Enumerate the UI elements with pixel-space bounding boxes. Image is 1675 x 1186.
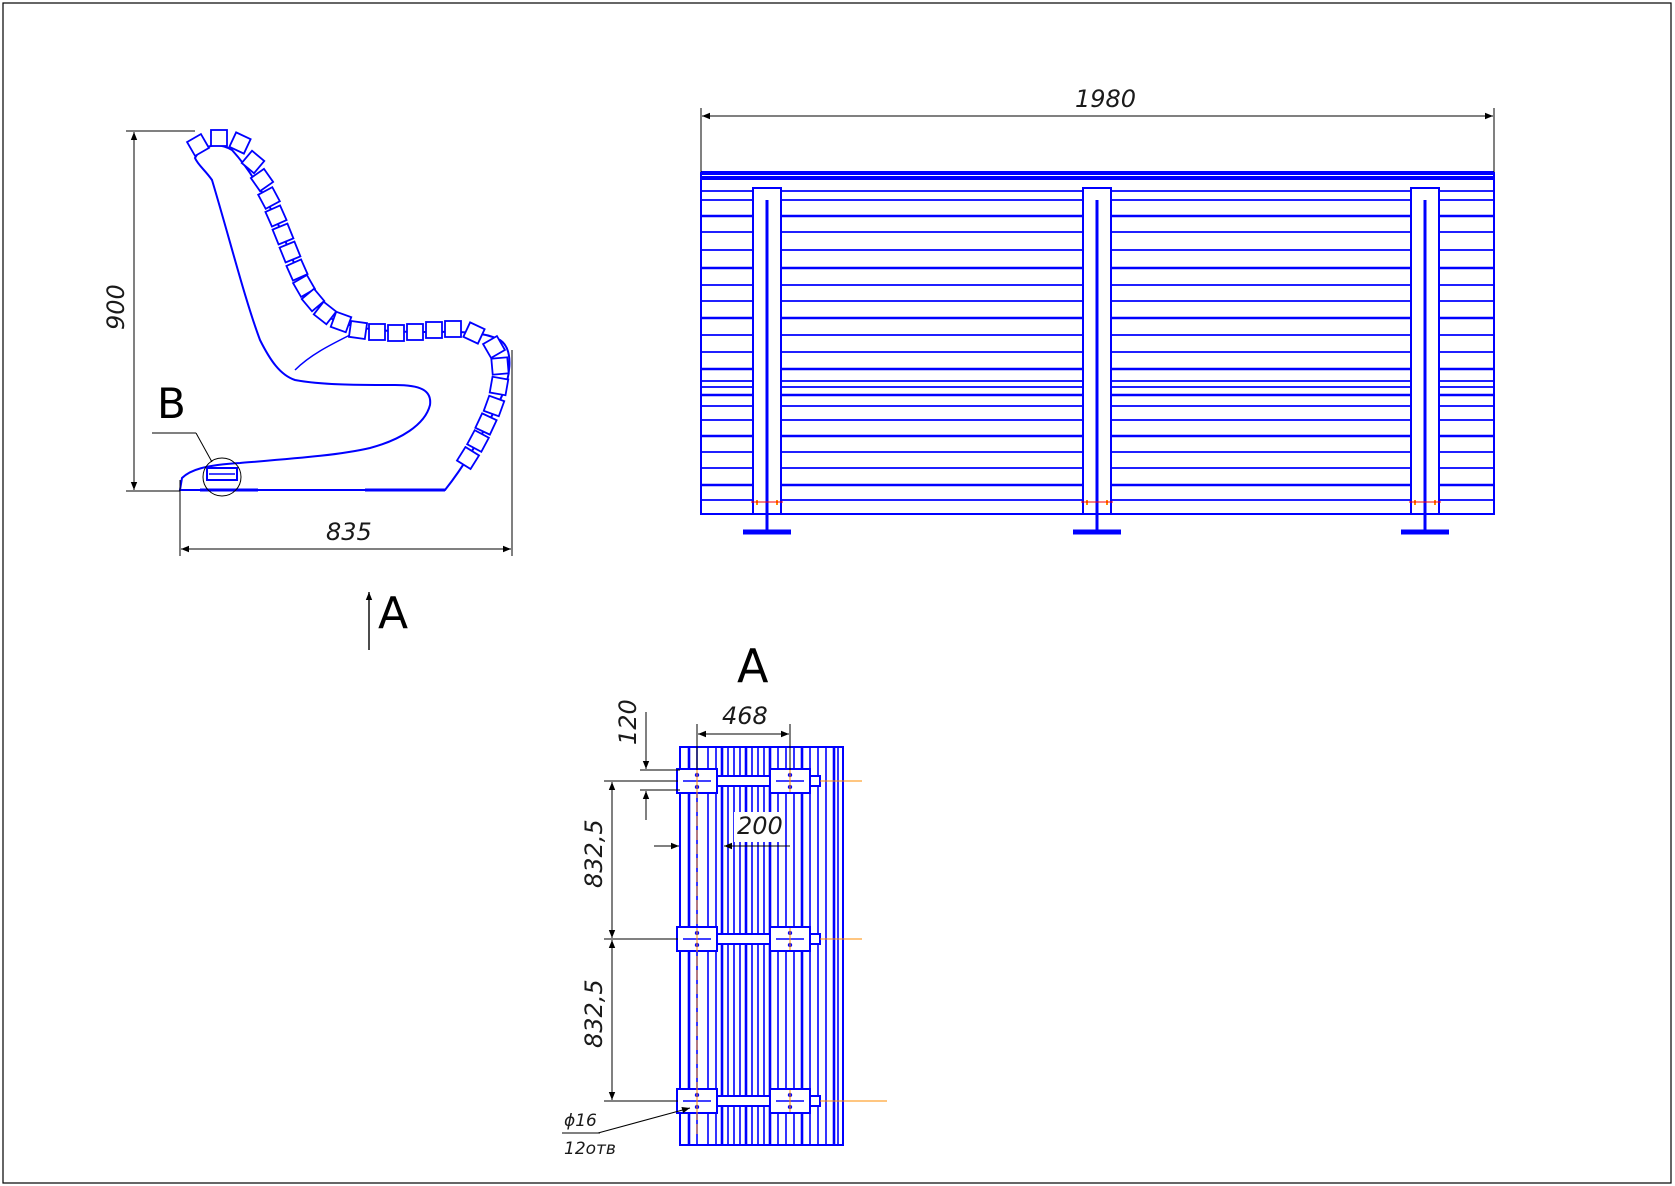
side-view: B 900 835 A xyxy=(102,129,513,650)
dim-1980-text: 1980 xyxy=(1075,85,1136,113)
side-inner-line xyxy=(294,334,351,371)
detail-circle-b xyxy=(202,457,242,497)
front-posts xyxy=(743,187,1449,535)
dim-8325-text-2: 832,5 xyxy=(580,979,608,1048)
hole-leader xyxy=(597,1107,691,1134)
side-slat xyxy=(347,319,369,341)
dim-900-text: 900 xyxy=(102,284,130,330)
top-view: A 468 120 832,5 832,5 200 ϕ16 12отв xyxy=(562,639,887,1159)
dim-120-text: 120 xyxy=(614,699,642,745)
side-slat xyxy=(264,204,288,228)
dim-835-text: 835 xyxy=(326,518,372,546)
side-slat xyxy=(285,258,309,282)
front-view: 1980 xyxy=(700,85,1495,535)
side-slat xyxy=(490,356,510,376)
dim-200-text: 200 xyxy=(737,812,783,840)
side-slat xyxy=(465,428,491,454)
side-slat xyxy=(482,394,506,418)
side-slat xyxy=(312,300,338,326)
side-slat xyxy=(481,334,507,360)
side-slat xyxy=(278,240,302,264)
side-slat xyxy=(387,324,405,342)
side-anchor-plate xyxy=(206,467,238,481)
side-slat xyxy=(444,320,462,338)
side-slat xyxy=(368,323,386,341)
side-slat xyxy=(474,412,498,436)
side-slat xyxy=(271,222,295,246)
side-slat xyxy=(249,167,275,193)
top-rails xyxy=(676,760,887,1135)
side-slat xyxy=(300,287,326,313)
side-slat xyxy=(240,149,266,175)
hole-diameter-text: ϕ16 xyxy=(564,1111,597,1131)
side-slat xyxy=(329,310,353,334)
top-view-title: A xyxy=(737,639,769,693)
detail-letter-b: B xyxy=(157,379,186,428)
side-slat xyxy=(256,185,282,211)
side-slat xyxy=(462,321,486,345)
side-slat xyxy=(228,131,252,155)
side-slat xyxy=(210,129,228,147)
dim-468-text: 468 xyxy=(722,702,768,730)
side-slats xyxy=(185,129,510,471)
dim-200-text-bg xyxy=(734,812,784,842)
side-slat xyxy=(406,323,424,341)
side-slat xyxy=(425,321,443,339)
detail-leader-b-2 xyxy=(195,432,213,463)
hole-count-text: 12отв xyxy=(564,1139,616,1159)
view-arrow-a-letter: A xyxy=(378,588,408,639)
side-slat xyxy=(185,132,211,158)
side-slat xyxy=(455,445,481,471)
dim-8325-text-1: 832,5 xyxy=(580,819,608,888)
side-slat xyxy=(488,375,510,397)
